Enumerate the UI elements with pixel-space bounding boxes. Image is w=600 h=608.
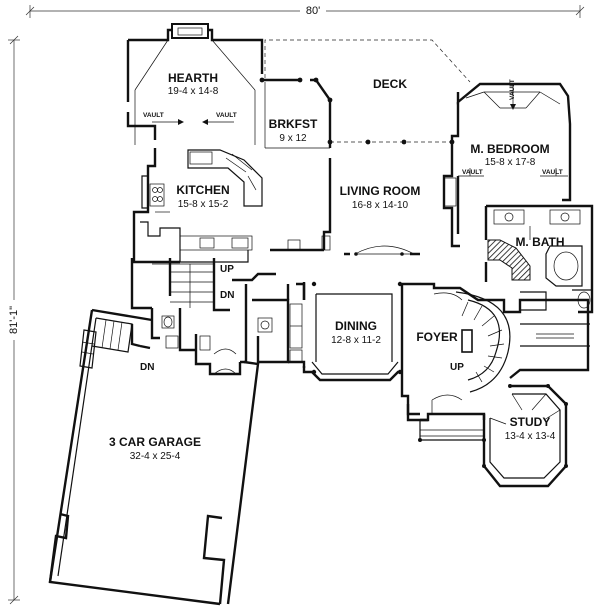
- breakfast-nook: [259, 77, 333, 149]
- overall-depth-label: 81'-1": [8, 306, 20, 334]
- living-room: [270, 112, 460, 256]
- study-dims: 13-4 x 13-4: [505, 431, 556, 442]
- kitchen-room: [132, 148, 263, 264]
- bedroom-vault-right: VAULT: [542, 169, 563, 176]
- dining-title: DINING: [335, 319, 377, 333]
- foyer-area: [400, 282, 590, 442]
- master-bath-title: M. BATH: [515, 235, 564, 249]
- master-bedroom: [450, 82, 572, 234]
- foyer-title: FOYER: [416, 330, 458, 344]
- kitchen-title: KITCHEN: [176, 183, 229, 197]
- kitchen-dims: 15-8 x 15-2: [178, 199, 229, 210]
- garage-title: 3 CAR GARAGE: [109, 435, 201, 449]
- garage-room: [48, 308, 260, 606]
- overall-depth-dimension: 81'-1": [6, 35, 22, 605]
- foyer-stair-up: UP: [450, 362, 464, 373]
- overall-width-label: 80': [306, 5, 320, 17]
- study-room: [482, 384, 568, 488]
- hearth-vault-right: VAULT: [216, 112, 237, 119]
- master-bath: [484, 204, 594, 314]
- hearth-dims: 19-4 x 14-8: [168, 86, 219, 97]
- dining-dims: 12-8 x 11-2: [331, 335, 381, 346]
- study-title: STUDY: [510, 415, 551, 429]
- hearth-title: HEARTH: [168, 71, 218, 85]
- bedroom-vault-left: VAULT: [462, 169, 483, 176]
- master-bedroom-dims: 15-8 x 17-8: [485, 157, 536, 168]
- breakfast-title: BRKFST: [269, 117, 318, 131]
- stair-hall-block: [130, 258, 306, 376]
- deck-outline: [264, 39, 471, 83]
- living-room-dims: 16-8 x 14-10: [352, 200, 409, 211]
- master-bedroom-title: M. BEDROOM: [470, 142, 549, 156]
- garage-dims: 32-4 x 25-4: [130, 451, 181, 462]
- hearth-vault-left: VAULT: [143, 112, 164, 119]
- breakfast-dims: 9 x 12: [279, 133, 307, 144]
- overall-width-dimension: 80': [25, 3, 585, 18]
- bedroom-vault-top: VAULT: [509, 79, 516, 100]
- living-room-title: LIVING ROOM: [340, 184, 421, 198]
- garage-stair-down: DN: [140, 362, 154, 373]
- deck-title: DECK: [373, 77, 407, 91]
- hall-stair-down: DN: [220, 290, 234, 301]
- hearth-room: [126, 23, 264, 145]
- hall-stair-up: UP: [220, 264, 234, 275]
